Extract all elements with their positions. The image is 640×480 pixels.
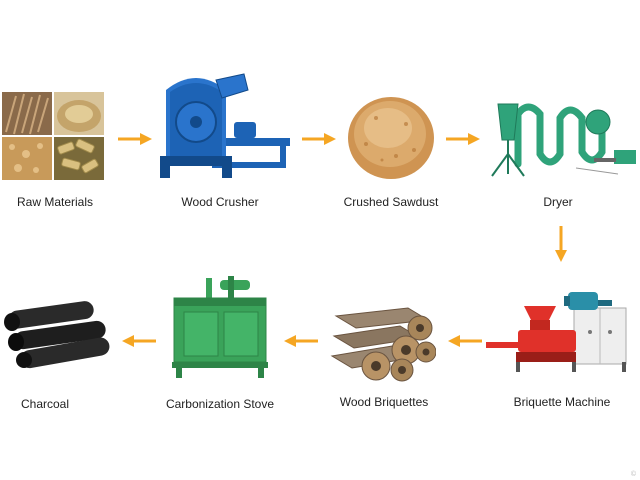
wood-briquettes-stack	[330, 307, 436, 382]
carbonization-stove	[172, 276, 268, 378]
down-arrow-icon	[555, 226, 567, 262]
step-label-carbonization-stove: Carbonization Stove	[165, 397, 275, 411]
step-label-wood-briquettes: Wood Briquettes	[339, 395, 429, 409]
sawdust-pile	[348, 97, 434, 179]
right-arrow-icon	[302, 133, 336, 145]
right-arrow-icon	[446, 133, 480, 145]
raw-materials-photo	[2, 92, 104, 180]
step-label-wood-crusher: Wood Crusher	[181, 195, 259, 209]
left-arrow-icon	[122, 335, 156, 347]
charcoal-sticks	[4, 301, 110, 369]
airflow-dryer-machine	[491, 103, 636, 177]
step-label-charcoal: Charcoal	[20, 397, 70, 411]
left-arrow-icon	[284, 335, 318, 347]
watermark: ©	[630, 471, 636, 478]
step-label-briquette-machine: Briquette Machine	[513, 395, 611, 409]
briquette-machine	[486, 292, 627, 372]
right-arrow-icon	[118, 133, 152, 145]
step-label-raw-materials: Raw Materials	[16, 195, 94, 209]
wood-crusher-machine	[160, 73, 290, 178]
step-label-dryer: Dryer	[543, 195, 573, 209]
left-arrow-icon	[448, 335, 482, 347]
step-label-crushed-sawdust: Crushed Sawdust	[343, 195, 439, 209]
